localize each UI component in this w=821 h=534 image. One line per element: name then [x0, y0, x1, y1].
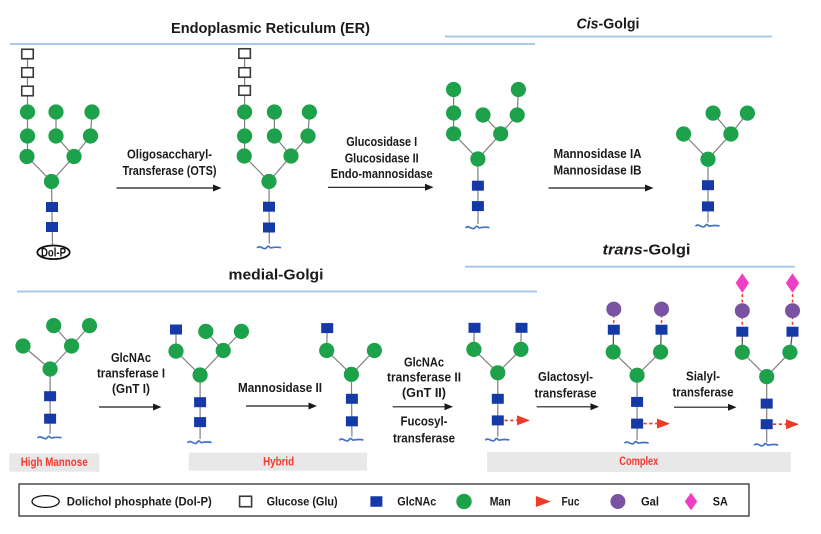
svg-text:GlcNAc: GlcNAc [404, 355, 444, 370]
svg-text:trans-Golgi: trans-Golgi [603, 242, 691, 259]
svg-text:transferase I: transferase I [97, 366, 165, 381]
svg-text:Mannosidase IA: Mannosidase IA [554, 146, 643, 161]
svg-text:Glucosidase I: Glucosidase I [346, 134, 417, 149]
svg-text:High Mannose: High Mannose [21, 455, 88, 469]
svg-text:(GnT I): (GnT I) [112, 381, 150, 396]
svg-text:Dol-P: Dol-P [41, 246, 66, 260]
svg-text:SA: SA [713, 495, 728, 509]
svg-text:Oligosaccharyl-: Oligosaccharyl- [127, 147, 212, 162]
svg-text:transferase II: transferase II [387, 369, 461, 384]
svg-text:Transferase (OTS): Transferase (OTS) [123, 163, 217, 178]
svg-text:GlcNAc: GlcNAc [397, 495, 436, 509]
svg-text:Fucosyl-: Fucosyl- [401, 414, 448, 429]
svg-text:Complex: Complex [619, 454, 658, 468]
svg-text:Endo-mannosidase: Endo-mannosidase [331, 166, 433, 181]
svg-text:Glucosidase II: Glucosidase II [345, 151, 419, 166]
svg-text:Glactosyl-: Glactosyl- [538, 369, 593, 384]
svg-text:Glucose (Glu): Glucose (Glu) [267, 495, 338, 509]
svg-text:Dolichol phosphate (Dol-P): Dolichol phosphate (Dol-P) [67, 495, 212, 509]
svg-text:Hybrid: Hybrid [263, 454, 294, 468]
svg-text:Sialyl-: Sialyl- [686, 369, 720, 384]
svg-text:(GnT II): (GnT II) [402, 385, 446, 400]
svg-text:Endoplasmic Reticulum (ER): Endoplasmic Reticulum (ER) [171, 20, 370, 37]
svg-text:Cis-Golgi: Cis-Golgi [577, 16, 640, 33]
svg-text:Fuc: Fuc [562, 495, 580, 509]
svg-text:transferase: transferase [673, 385, 734, 400]
svg-text:Gal: Gal [641, 495, 659, 509]
svg-text:transferase: transferase [393, 431, 455, 446]
svg-text:Mannosidase IB: Mannosidase IB [554, 162, 642, 177]
svg-text:GlcNAc: GlcNAc [111, 350, 151, 365]
svg-text:medial-Golgi: medial-Golgi [229, 268, 324, 284]
svg-text:transferase: transferase [535, 385, 597, 400]
svg-text:Man: Man [490, 495, 511, 509]
svg-text:Mannosidase II: Mannosidase II [238, 380, 322, 395]
